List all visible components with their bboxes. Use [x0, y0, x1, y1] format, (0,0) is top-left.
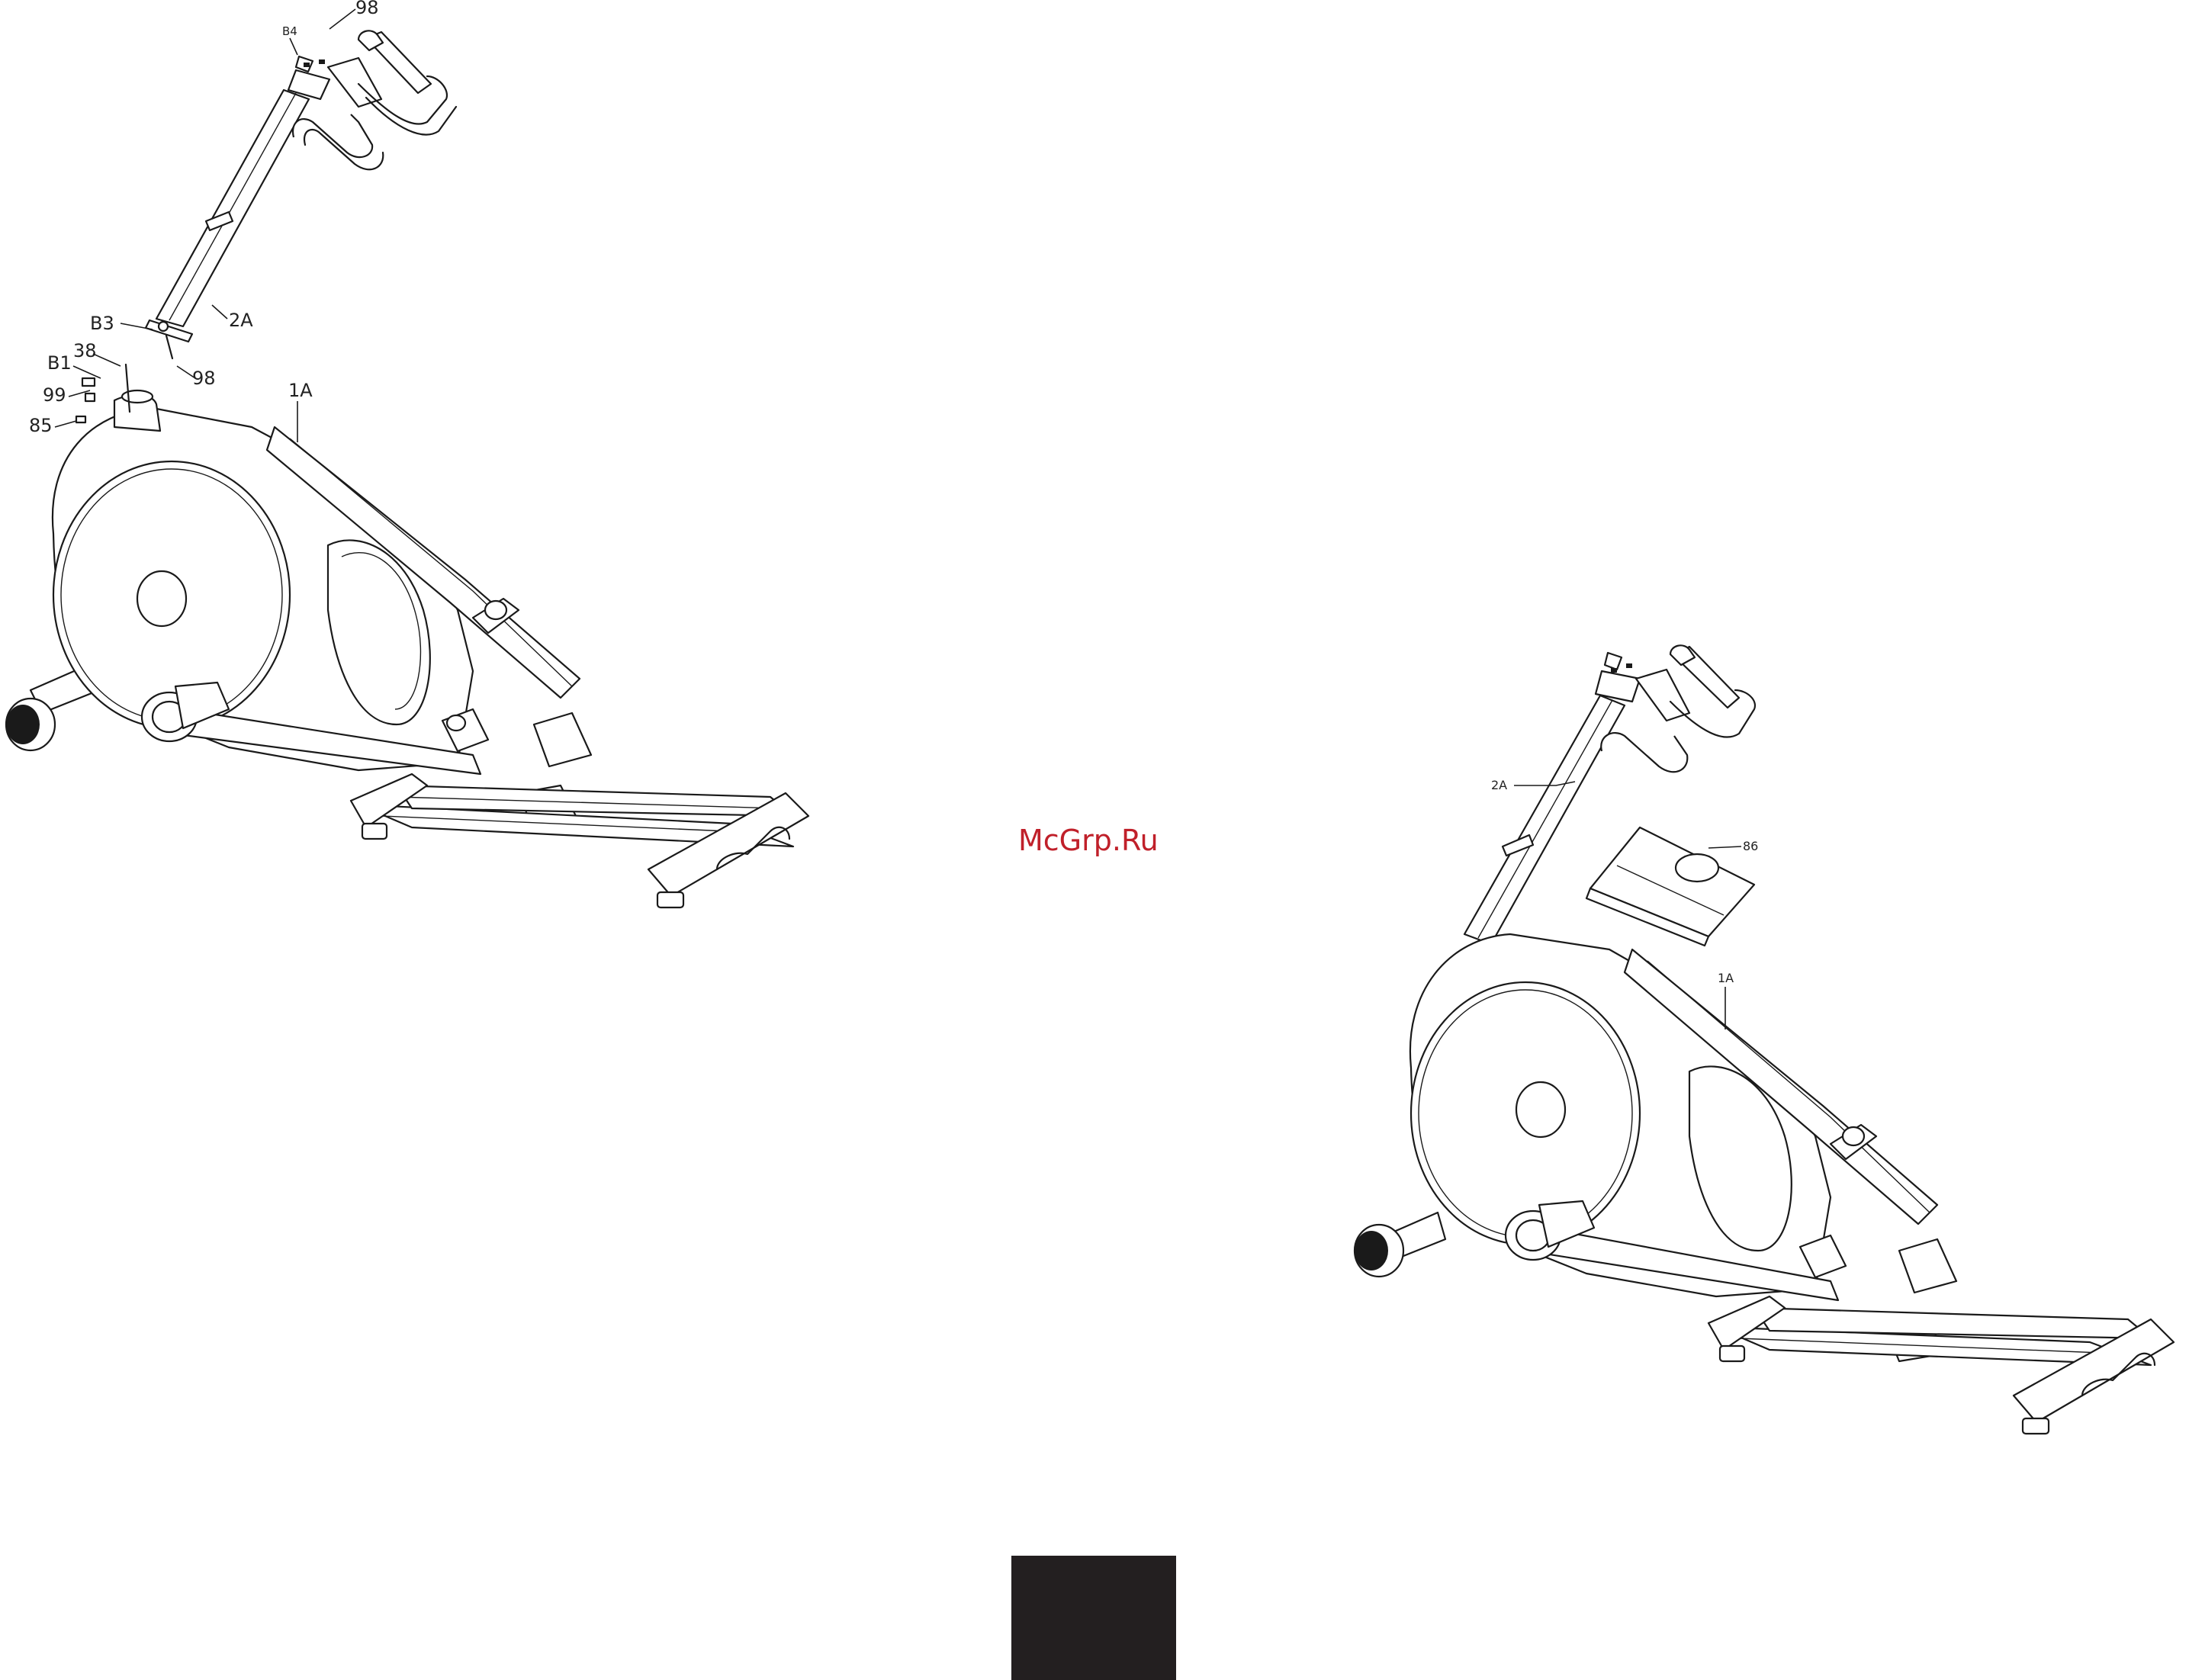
- watermark-text: McGrp.Ru: [1018, 824, 1159, 857]
- label-b4: B4: [282, 24, 297, 38]
- console-cover-part: [1586, 827, 1754, 946]
- handlebar-mast-assembly: [146, 31, 456, 342]
- label-99: 99: [43, 384, 66, 406]
- label-b1: B1: [47, 352, 72, 374]
- label-86: 86: [1743, 839, 1758, 853]
- label-2a-right: 2A: [1491, 778, 1507, 792]
- label-2a-left: 2A: [229, 310, 253, 331]
- right-assembled-diagram: 2A 86 1A: [1355, 645, 2174, 1434]
- left-part-labels: B4 98 B3 2A 98 B1 38 99 85 1A: [29, 0, 379, 442]
- elliptical-base-frame: [6, 390, 808, 907]
- left-exploded-diagram: B4 98 B3 2A 98 B1 38 99 85 1A: [6, 0, 808, 907]
- assembled-elliptical-base: [1355, 934, 2174, 1434]
- label-1a-right: 1A: [1718, 971, 1734, 985]
- label-98-top: 98: [355, 0, 379, 18]
- page-tab-block: [1011, 1556, 1176, 1680]
- label-98-bottom: 98: [192, 368, 216, 389]
- label-1a-left: 1A: [288, 380, 313, 401]
- label-85: 85: [29, 415, 53, 436]
- label-38: 38: [73, 340, 97, 361]
- label-b3: B3: [90, 313, 114, 334]
